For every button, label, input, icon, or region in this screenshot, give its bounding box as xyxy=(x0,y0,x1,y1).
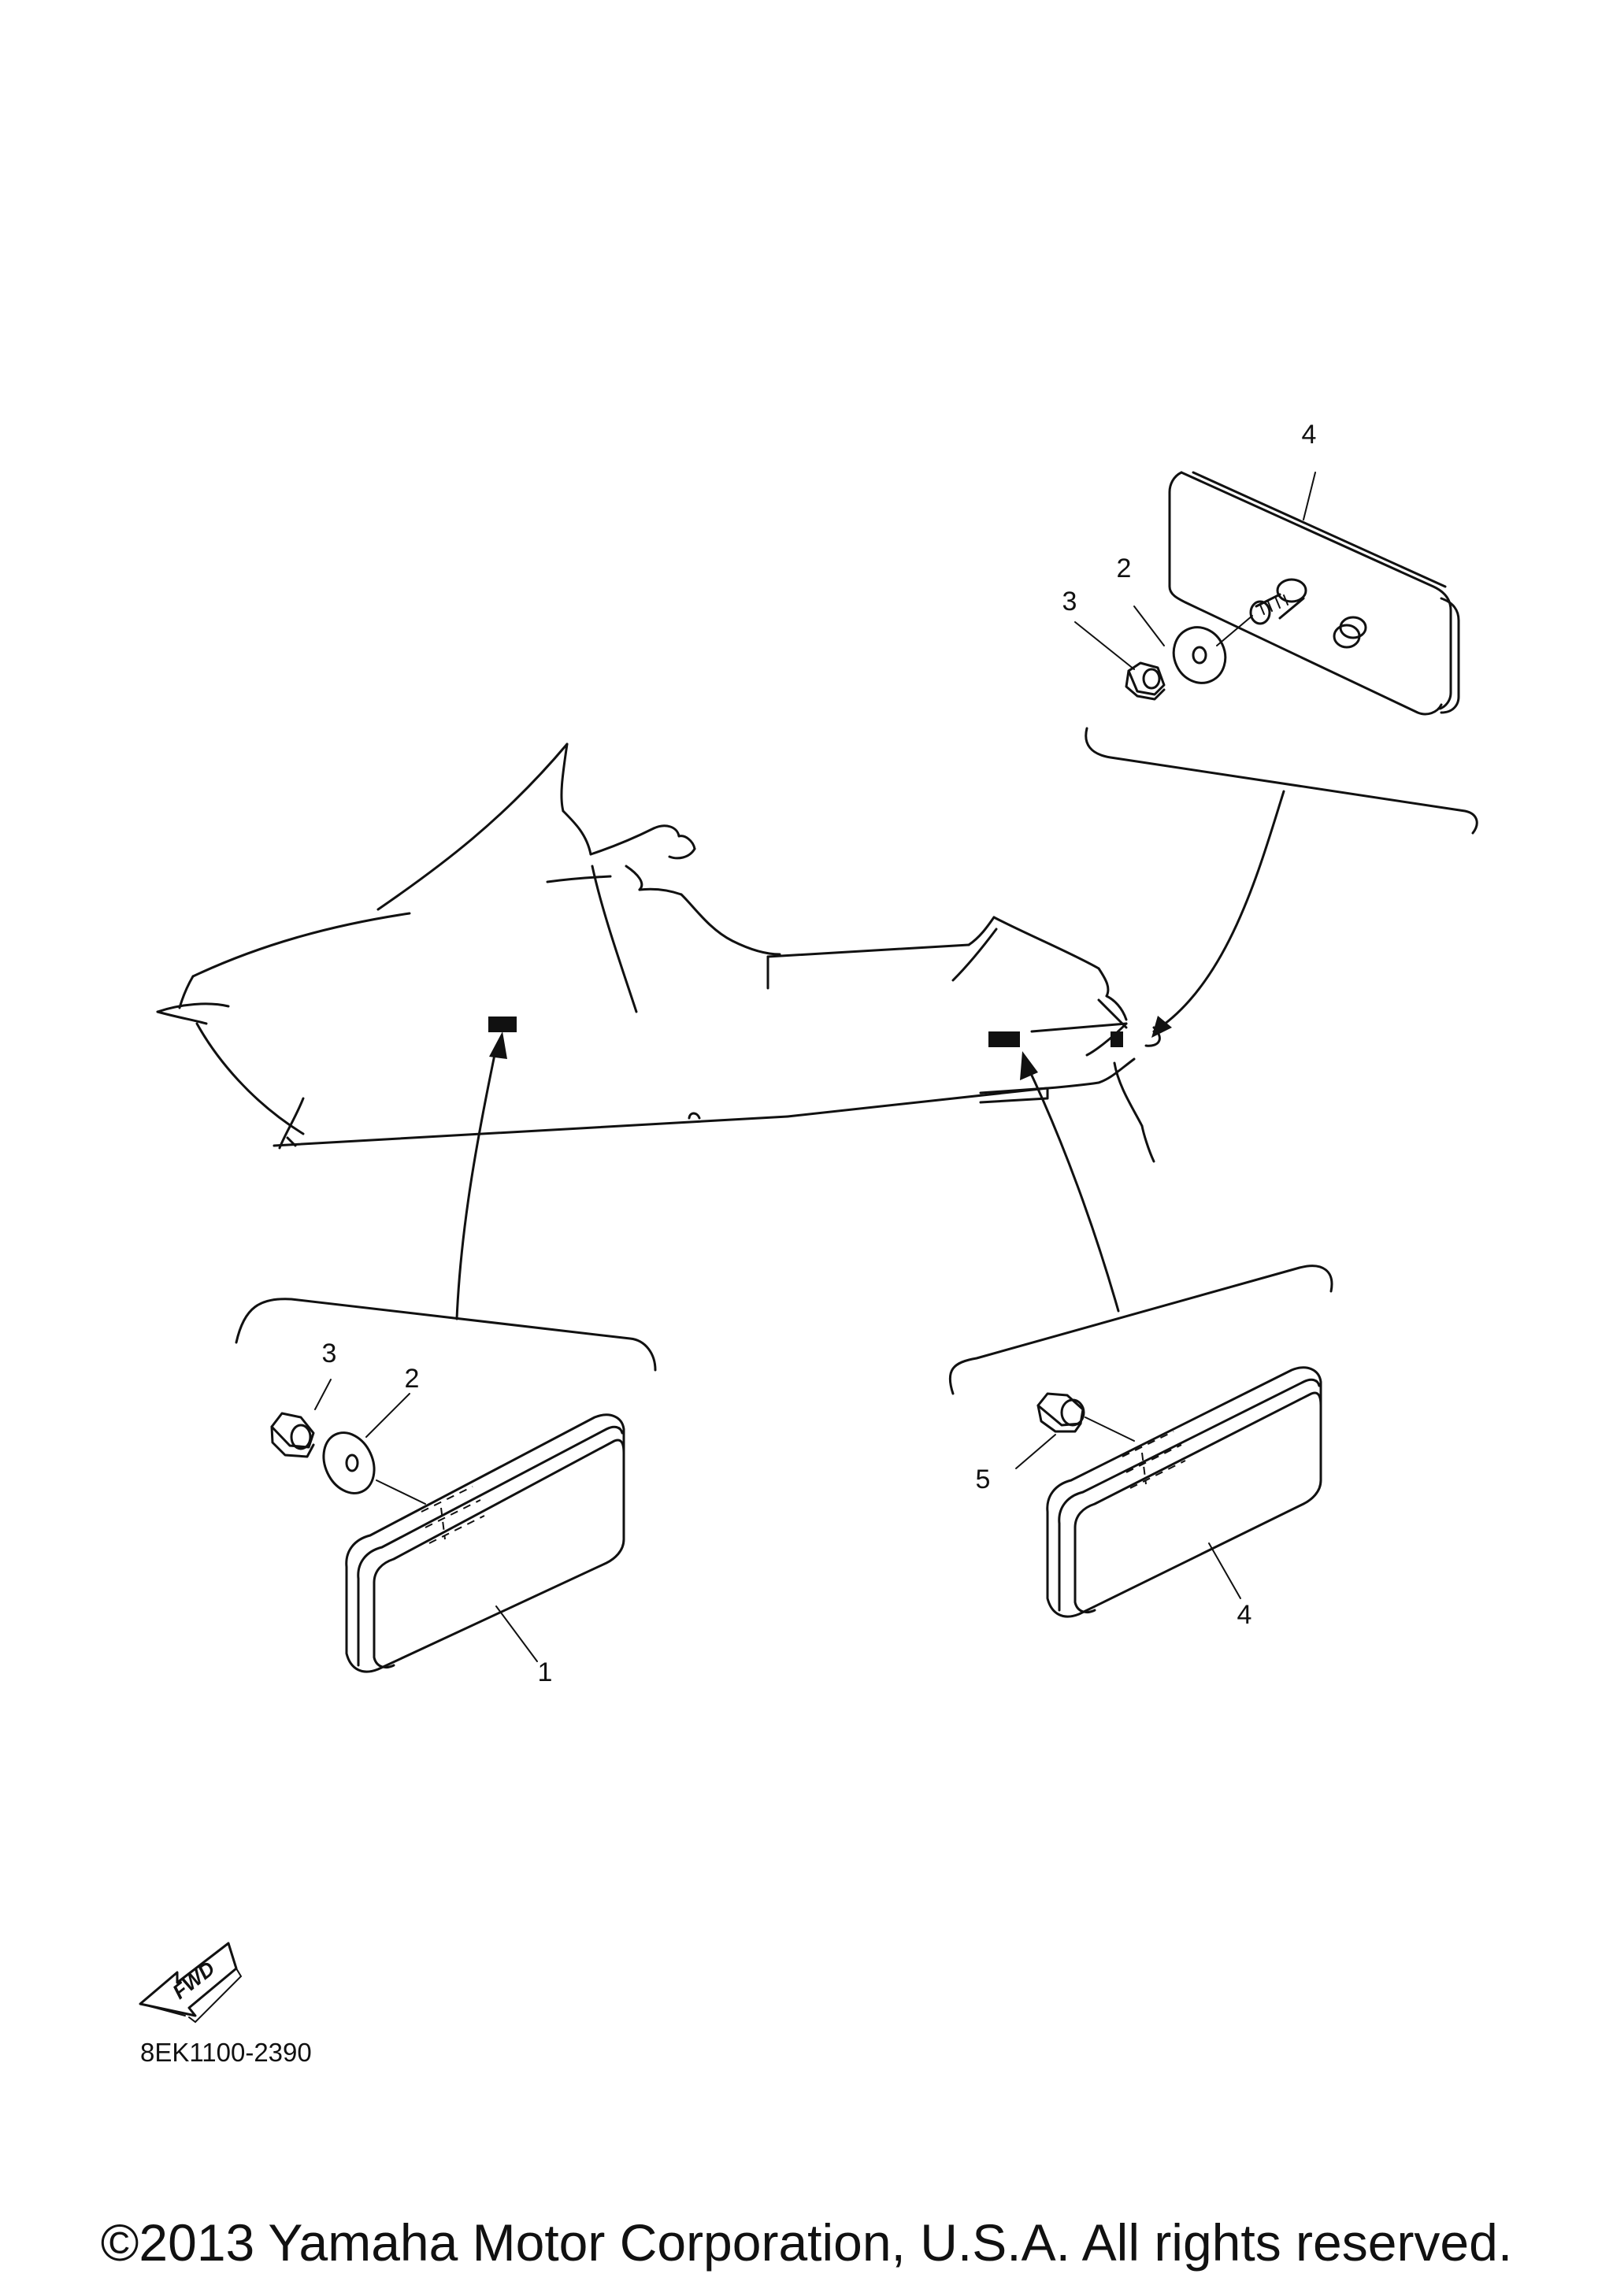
washer-top xyxy=(1172,615,1253,684)
washer-left xyxy=(322,1431,376,1494)
callout-1-left: 1 xyxy=(538,1657,553,1687)
nut-left xyxy=(270,1412,315,1458)
nut-top xyxy=(1125,661,1166,701)
rear-reflector-mark xyxy=(988,1031,1020,1047)
callout-3-top: 3 xyxy=(1062,587,1077,617)
front-reflector-mark xyxy=(488,1017,517,1032)
stud-bolt xyxy=(1249,578,1307,625)
callout-4-right: 4 xyxy=(1237,1600,1252,1630)
nut-right xyxy=(1036,1392,1085,1433)
callout-2-left: 2 xyxy=(405,1364,420,1394)
fwd-label: FWD xyxy=(168,1957,219,2004)
copyright-notice: ©2013 Yamaha Motor Corporation, U.S.A. A… xyxy=(100,2213,1513,2272)
figure-code: 8EK1100-2390 xyxy=(140,2038,312,2067)
fwd-arrow-icon: FWD xyxy=(139,1942,243,2024)
callout-2-top: 2 xyxy=(1117,554,1132,583)
front-reflector-assembly: 3 2 1 xyxy=(235,1031,657,1687)
tail-reflector-mark xyxy=(1111,1031,1123,1047)
plate-boss xyxy=(1333,616,1367,649)
tail-reflector-assembly: 4 2 3 xyxy=(1062,420,1478,1038)
callout-4-top: 4 xyxy=(1302,420,1317,450)
snowmobile-outline xyxy=(156,742,1161,1163)
callout-5-right: 5 xyxy=(976,1465,991,1494)
callout-3-left: 3 xyxy=(322,1339,337,1368)
rear-reflector-assembly: 5 4 xyxy=(948,1051,1333,1630)
